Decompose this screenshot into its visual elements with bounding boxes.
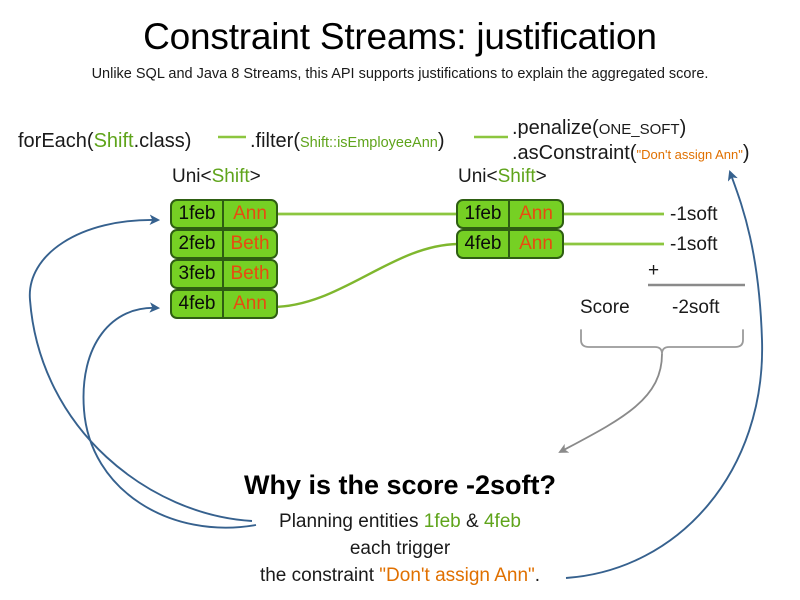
score-label: Score: [580, 297, 630, 318]
code-foreach-tail: .class): [133, 130, 192, 152]
uni-right-type: Shift: [497, 166, 536, 187]
fact-date: 1feb: [458, 201, 510, 227]
score-total: -2soft: [672, 297, 720, 318]
code-penalize-call: .penalize(: [512, 117, 599, 139]
code-asconstraint: .asConstraint("Don't assign Ann"): [512, 142, 750, 165]
table-row[interactable]: 3feb Beth: [170, 259, 278, 289]
explanation-entity-1feb: 1feb: [423, 511, 461, 532]
uni-right-prefix: Uni<: [458, 166, 498, 187]
code-filter-arg: Shift::isEmployeeAnn: [300, 135, 438, 151]
fact-name: Beth: [230, 233, 270, 254]
code-foreach: forEach(Shift.class): [18, 130, 191, 153]
arrow-brace-to-question: [558, 353, 663, 453]
uni-label-right: Uni<Shift>: [458, 166, 547, 188]
explanation-line-3: the constraint "Don't assign Ann".: [0, 565, 800, 587]
fact-name: Beth: [230, 263, 270, 284]
code-asconstraint-call: .asConstraint(: [512, 142, 637, 164]
table-row[interactable]: 4feb Ann: [456, 229, 564, 259]
penalty-label: -1soft: [670, 234, 718, 255]
sum-plus-sign: +: [648, 260, 660, 281]
explanation-amp: &: [460, 511, 484, 532]
code-penalize-arg: ONE_SOFT: [598, 121, 680, 138]
page-subtitle: Unlike SQL and Java 8 Streams, this API …: [91, 66, 709, 82]
explanation-line3-prefix: the constraint: [259, 565, 380, 586]
code-foreach-type: Shift: [93, 130, 134, 152]
code-asconstraint-arg: "Don't assign Ann": [636, 147, 743, 162]
explanation-line1-prefix: Planning entities: [279, 511, 424, 532]
explanation-heading: Why is the score -2soft?: [243, 470, 557, 500]
fact-date: 3feb: [172, 261, 224, 287]
connector-left4feb-right4feb: [271, 242, 459, 309]
table-row[interactable]: 1feb Ann: [456, 199, 564, 229]
fact-name: Ann: [233, 203, 267, 224]
code-filter: .filter(Shift::isEmployeeAnn): [250, 130, 445, 153]
fact-date: 2feb: [172, 231, 224, 257]
explanation-line3-suffix: .: [534, 565, 541, 586]
table-row[interactable]: 4feb Ann: [170, 289, 278, 319]
uni-left-suffix: >: [249, 166, 261, 187]
uni-right-suffix: >: [535, 166, 547, 187]
fact-date: 1feb: [172, 201, 224, 227]
uni-label-left: Uni<Shift>: [172, 166, 261, 188]
fact-name: Ann: [519, 233, 553, 254]
fact-name: Ann: [519, 203, 553, 224]
uni-left-prefix: Uni<: [172, 166, 212, 187]
fact-date: 4feb: [172, 291, 224, 317]
fact-name: Ann: [233, 293, 267, 314]
explanation-line-1: Planning entities 1feb & 4feb: [0, 511, 800, 533]
code-penalize: .penalize(ONE_SOFT): [512, 117, 686, 140]
code-asconstraint-tail: ): [742, 142, 750, 164]
penalty-label: -1soft: [670, 204, 718, 225]
explanation-line-2: each trigger: [349, 538, 451, 559]
explanation-entity-4feb: 4feb: [483, 511, 521, 532]
code-penalize-tail: ): [679, 117, 687, 139]
table-row[interactable]: 1feb Ann: [170, 199, 278, 229]
code-filter-tail: ): [437, 130, 445, 152]
score-brace: [580, 329, 744, 355]
explanation-constraint-name: "Don't assign Ann": [379, 565, 535, 586]
table-row[interactable]: 2feb Beth: [170, 229, 278, 259]
code-foreach-call: forEach(: [18, 130, 94, 152]
uni-left-type: Shift: [211, 166, 250, 187]
fact-date: 4feb: [458, 231, 510, 257]
code-filter-call: .filter(: [250, 130, 300, 152]
page-title: Constraint Streams: justification: [143, 16, 657, 57]
